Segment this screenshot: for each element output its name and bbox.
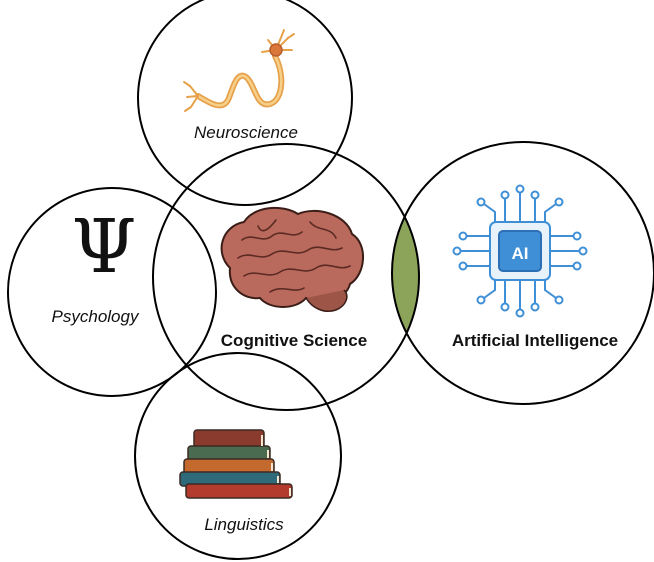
neuroscience-label: Neuroscience <box>194 123 298 142</box>
brain-icon <box>220 206 365 312</box>
neuron-icon <box>183 29 295 112</box>
artificial-intelligence-circle <box>391 141 654 405</box>
cognitive-science-label: Cognitive Science <box>221 331 367 350</box>
books-icon <box>179 429 293 499</box>
psychology-label: Psychology <box>52 307 140 326</box>
linguistics-circle <box>134 352 342 560</box>
neuroscience-circle <box>137 0 353 206</box>
artificial-intelligence-label: Artificial Intelligence <box>452 331 618 350</box>
ai-chip-icon <box>452 184 588 318</box>
cognitive-science-circle <box>152 143 420 411</box>
psi-symbol-icon: Ψ <box>72 204 137 290</box>
linguistics-label: Linguistics <box>204 515 284 534</box>
ai-chip-label: AI <box>512 244 529 263</box>
psychology-circle <box>7 187 217 397</box>
